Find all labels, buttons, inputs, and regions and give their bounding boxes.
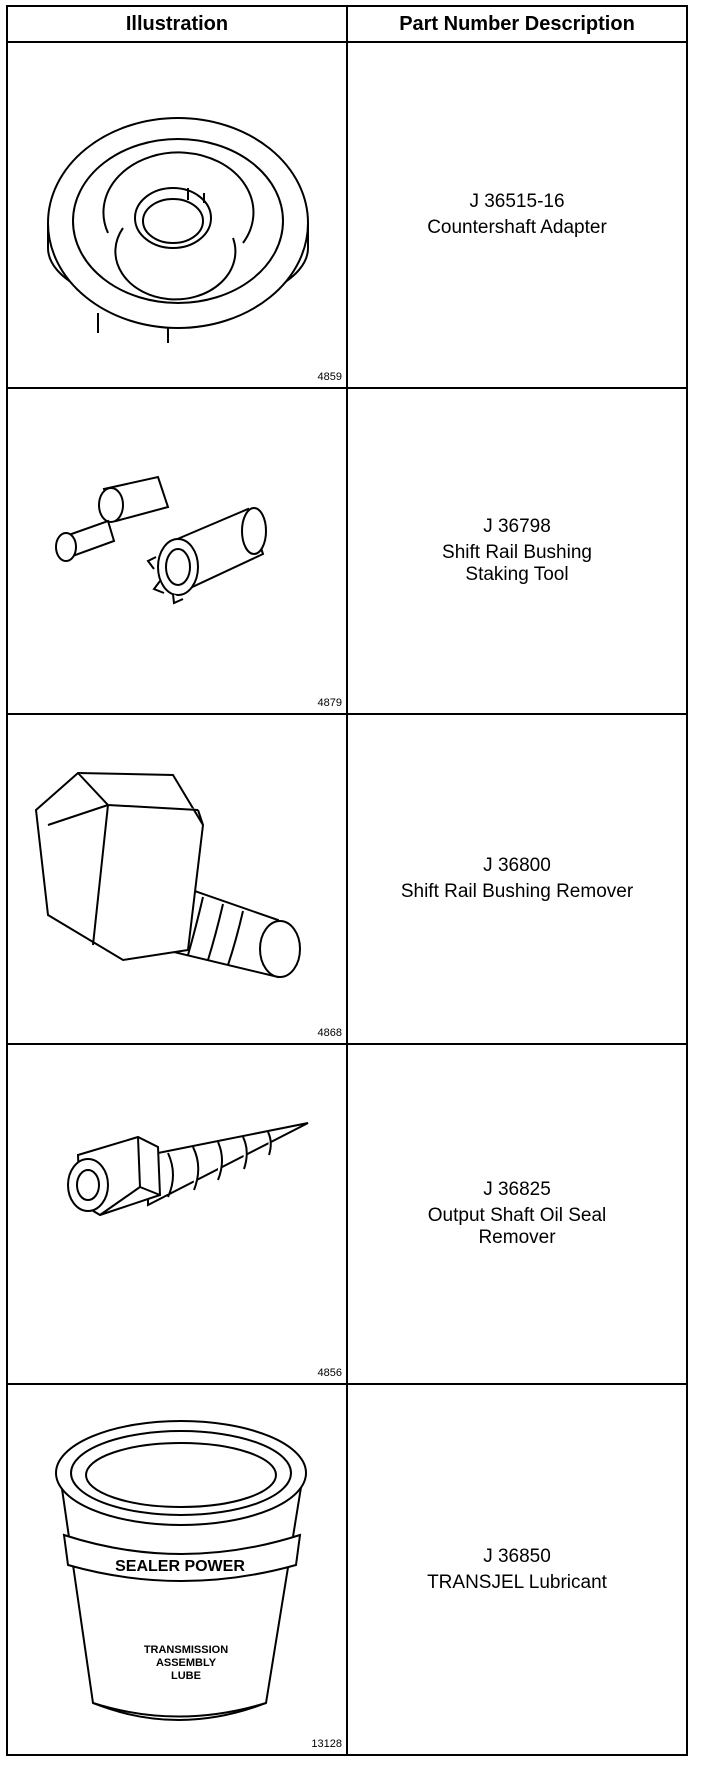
description-line: Output Shaft Oil Seal [427, 1205, 607, 1226]
container-text-line: TRANSMISSION [144, 1644, 228, 1656]
seal-remover-icon [67, 1122, 309, 1217]
part-number: J 36825 [483, 1179, 551, 1200]
illustration-cell: 4856 [8, 1045, 346, 1383]
table-row: 4868 J 36800 Shift Rail Bushing Remover [8, 715, 686, 1045]
figure-number: 4856 [317, 1367, 342, 1379]
illustration-cell: SEALER POWER TRANSMISSION ASSEMBLY LUBE … [8, 1385, 346, 1754]
part-number: J 36798 [483, 516, 551, 537]
part-description-cell: J 36798 Shift Rail Bushing Staking Tool [348, 389, 686, 713]
figure-number: 4868 [317, 1027, 342, 1039]
container-brand-label: SEALER POWER [115, 1558, 245, 1575]
description-line: TRANSJEL Lubricant [427, 1571, 607, 1593]
bushing-remover-icon [34, 771, 301, 979]
description-line: Remover [478, 1227, 556, 1248]
illustration-cell: 4868 [8, 715, 346, 1043]
column-divider [346, 7, 348, 1754]
description-line: Staking Tool [465, 564, 569, 585]
figure-number: 4879 [317, 697, 342, 709]
illustration-cell: 4859 [8, 43, 346, 387]
part-number: J 36515-16 [469, 191, 565, 212]
container-text-line: LUBE [171, 1670, 201, 1682]
part-number-description-column-header: Part Number Description [399, 13, 635, 35]
table-row: 4856 J 36825 Output Shaft Oil Seal Remov… [8, 1045, 686, 1385]
figure-number: 4859 [317, 371, 342, 383]
table-row: 4879 J 36798 Shift Rail Bushing Staking … [8, 389, 686, 715]
figure-number: 13128 [311, 1738, 342, 1750]
description-line: Shift Rail Bushing [442, 542, 592, 563]
illustration-column-header: Illustration [125, 13, 229, 35]
part-description-cell: J 36515-16 Countershaft Adapter [348, 43, 686, 387]
container-text-line: ASSEMBLY [156, 1657, 217, 1669]
staking-tool-icon [55, 475, 267, 605]
description-line: Countershaft Adapter [427, 217, 607, 238]
part-description-cell: J 36825 Output Shaft Oil Seal Remover [348, 1045, 686, 1383]
lubricant-tub-icon: SEALER POWER TRANSMISSION ASSEMBLY LUBE [55, 1420, 307, 1721]
table-row: SEALER POWER TRANSMISSION ASSEMBLY LUBE … [8, 1385, 686, 1754]
tools-table: Illustration Part Number Description 485… [6, 5, 688, 1756]
countershaft-adapter-icon [47, 117, 309, 343]
table-row: 4859 J 36515-16 Countershaft Adapter [8, 43, 686, 389]
part-number: J 36850 [483, 1545, 551, 1567]
part-description-cell: J 36850 TRANSJEL Lubricant [348, 1385, 686, 1754]
part-description-cell: J 36800 Shift Rail Bushing Remover [348, 715, 686, 1043]
part-number: J 36800 [483, 855, 551, 876]
description-line: Shift Rail Bushing Remover [400, 881, 634, 902]
illustration-cell: 4879 [8, 389, 346, 713]
